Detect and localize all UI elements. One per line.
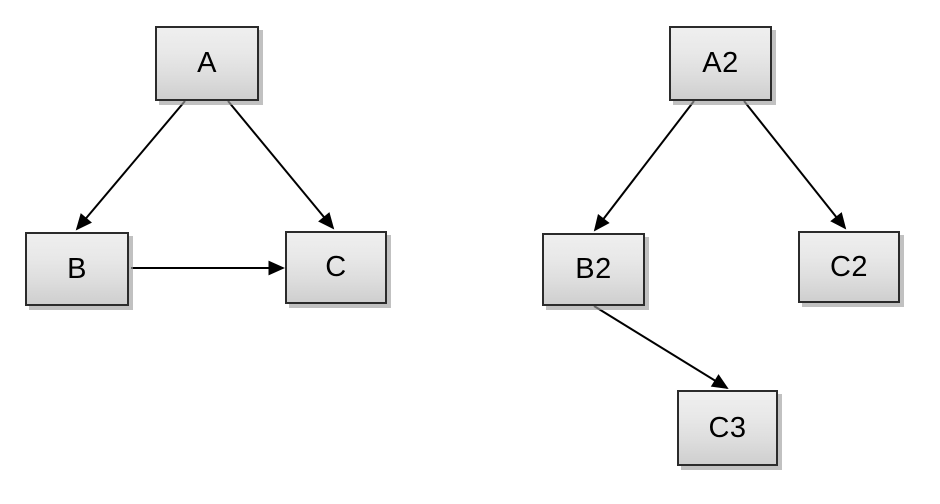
node-A[interactable]: A bbox=[155, 26, 259, 101]
arrowhead-icon bbox=[75, 213, 92, 231]
edge-line bbox=[227, 100, 334, 229]
edge-A-B bbox=[75, 100, 186, 231]
node-B[interactable]: B bbox=[25, 232, 129, 306]
edge-line bbox=[593, 305, 728, 389]
edge-line bbox=[594, 100, 695, 231]
edge-line bbox=[743, 100, 846, 229]
node-C2[interactable]: C2 bbox=[798, 231, 900, 303]
node-label-B: B bbox=[67, 252, 87, 285]
arrowhead-icon bbox=[318, 212, 335, 230]
edge-A2-C2 bbox=[743, 100, 847, 230]
node-label-B2: B2 bbox=[575, 253, 612, 285]
edge-A2-B2 bbox=[593, 100, 695, 232]
arrowhead-icon bbox=[593, 214, 610, 232]
edge-A-C bbox=[227, 100, 335, 230]
edge-B-C bbox=[131, 260, 285, 276]
node-label-C2: C2 bbox=[829, 250, 869, 283]
node-B2[interactable]: B2 bbox=[542, 233, 645, 306]
node-A2[interactable]: A2 bbox=[669, 26, 772, 101]
arrowhead-icon bbox=[268, 260, 285, 276]
arrowhead-icon bbox=[830, 212, 847, 230]
arrowhead-icon bbox=[710, 374, 729, 390]
edge-B2-C3 bbox=[593, 305, 729, 390]
node-C3[interactable]: C3 bbox=[677, 390, 778, 466]
node-label-C: C bbox=[325, 251, 347, 283]
node-label-A: A bbox=[197, 47, 217, 79]
node-label-A2: A2 bbox=[702, 47, 739, 79]
node-C[interactable]: C bbox=[285, 231, 387, 304]
edge-line bbox=[76, 100, 186, 230]
node-label-C3: C3 bbox=[708, 411, 747, 444]
